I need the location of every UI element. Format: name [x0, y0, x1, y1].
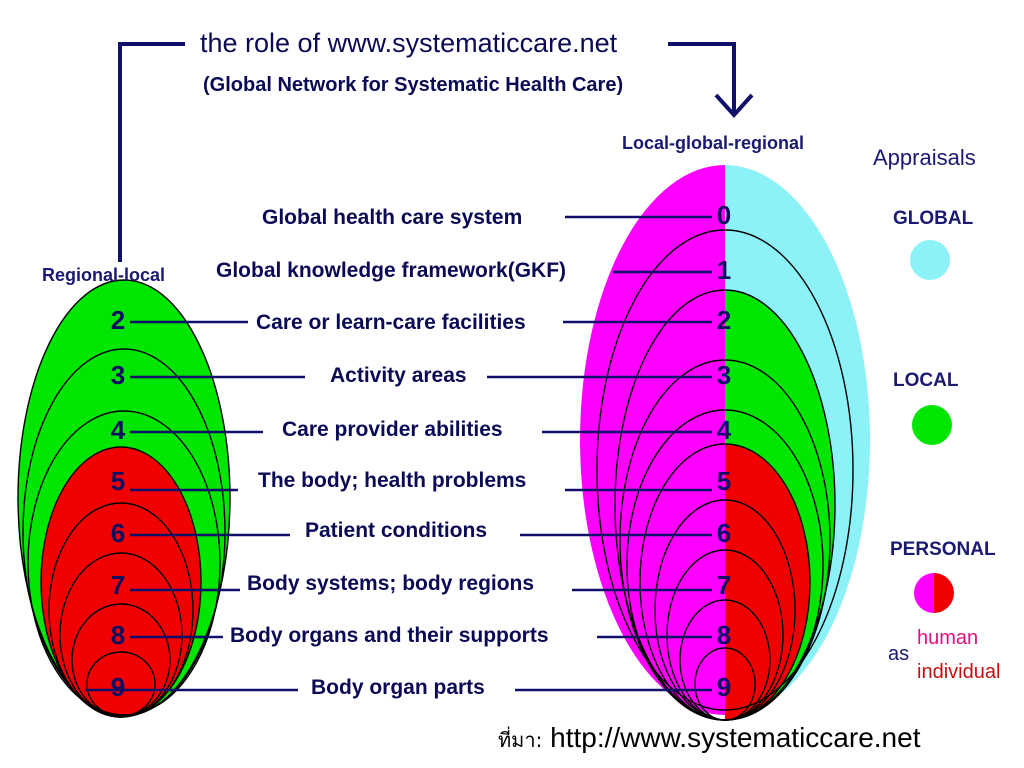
legend-local-swatch: [912, 405, 952, 445]
left-number-3: 3: [110, 360, 126, 390]
level-label-7: Body systems; body regions: [247, 572, 535, 595]
legend-global-swatch: [910, 240, 950, 280]
source-prefix: ที่มา:: [498, 728, 543, 752]
right-ring-1: [596, 229, 854, 711]
right-ellipse-group: [580, 165, 870, 721]
left-number-8: 8: [110, 620, 126, 650]
left-ellipse-group: [17, 279, 231, 718]
left-number-4: 4: [110, 415, 126, 445]
left-number-9: 9: [110, 672, 126, 702]
right-number-7: 7: [716, 570, 732, 600]
left-number-2: 2: [110, 305, 126, 335]
right-number-3: 3: [716, 360, 732, 390]
left-number-5: 5: [110, 466, 126, 496]
legend-individual-text: individual: [917, 661, 1001, 683]
legend-global-label: GLOBAL: [893, 208, 974, 229]
legend-as-text: as: [888, 643, 910, 665]
legend-title: Appraisals: [873, 145, 976, 170]
source-url[interactable]: http://www.systematiccare.net: [550, 722, 921, 753]
down-arrow-icon: [714, 93, 754, 118]
legend-swatches: [910, 240, 954, 613]
level-label-2: Care or learn-care facilities: [256, 311, 526, 334]
level-label-4: Care provider abilities: [282, 418, 503, 441]
level-label-3: Activity areas: [330, 364, 467, 387]
right-outer-magenta-half: [580, 165, 725, 715]
left-number-6: 6: [110, 518, 126, 548]
left-diagram-heading: Regional-local: [42, 265, 166, 285]
right-number-1: 1: [716, 255, 732, 285]
right-leader-lines: [487, 215, 712, 692]
level-label-0: Global health care system: [262, 206, 523, 229]
level-label-8: Body organs and their supports: [230, 624, 549, 647]
left-ring-9: [86, 651, 156, 717]
right-number-4: 4: [716, 415, 732, 445]
connector-right-line: [668, 42, 736, 112]
level-label-9: Body organ parts: [311, 676, 485, 699]
left-number-7: 7: [110, 570, 126, 600]
right-number-9: 9: [716, 672, 732, 702]
connector-left-line: [118, 42, 185, 262]
top-connector: [118, 42, 736, 262]
level-label-5: The body; health problems: [258, 469, 527, 492]
legend-individual-swatch: [934, 573, 954, 613]
right-red-half: [725, 444, 810, 720]
page-title: the role of www.systematiccare.net: [200, 28, 618, 58]
legend-human-swatch: [914, 573, 934, 613]
legend-personal-label: PERSONAL: [890, 539, 996, 560]
legend-human-text: human: [917, 627, 979, 649]
left-red-core: [41, 447, 201, 717]
level-label-1: Global knowledge framework(GKF): [216, 259, 567, 282]
right-number-5: 5: [716, 466, 732, 496]
legend-local-label: LOCAL: [893, 370, 959, 391]
left-leader-lines: [85, 320, 305, 692]
level-label-6: Patient conditions: [305, 519, 488, 542]
right-number-8: 8: [716, 620, 732, 650]
right-number-2: 2: [716, 305, 732, 335]
right-number-6: 6: [716, 518, 732, 548]
left-ring-7: [59, 552, 183, 718]
page-subtitle: (Global Network for Systematic Health Ca…: [203, 74, 624, 96]
right-diagram-heading: Local-global-regional: [622, 133, 805, 153]
right-ring-9: [694, 647, 756, 721]
source-citation: ที่มา: http://www.systematiccare.net: [498, 722, 920, 756]
left-ring-4: [27, 410, 221, 716]
right-number-0: 0: [716, 200, 732, 230]
